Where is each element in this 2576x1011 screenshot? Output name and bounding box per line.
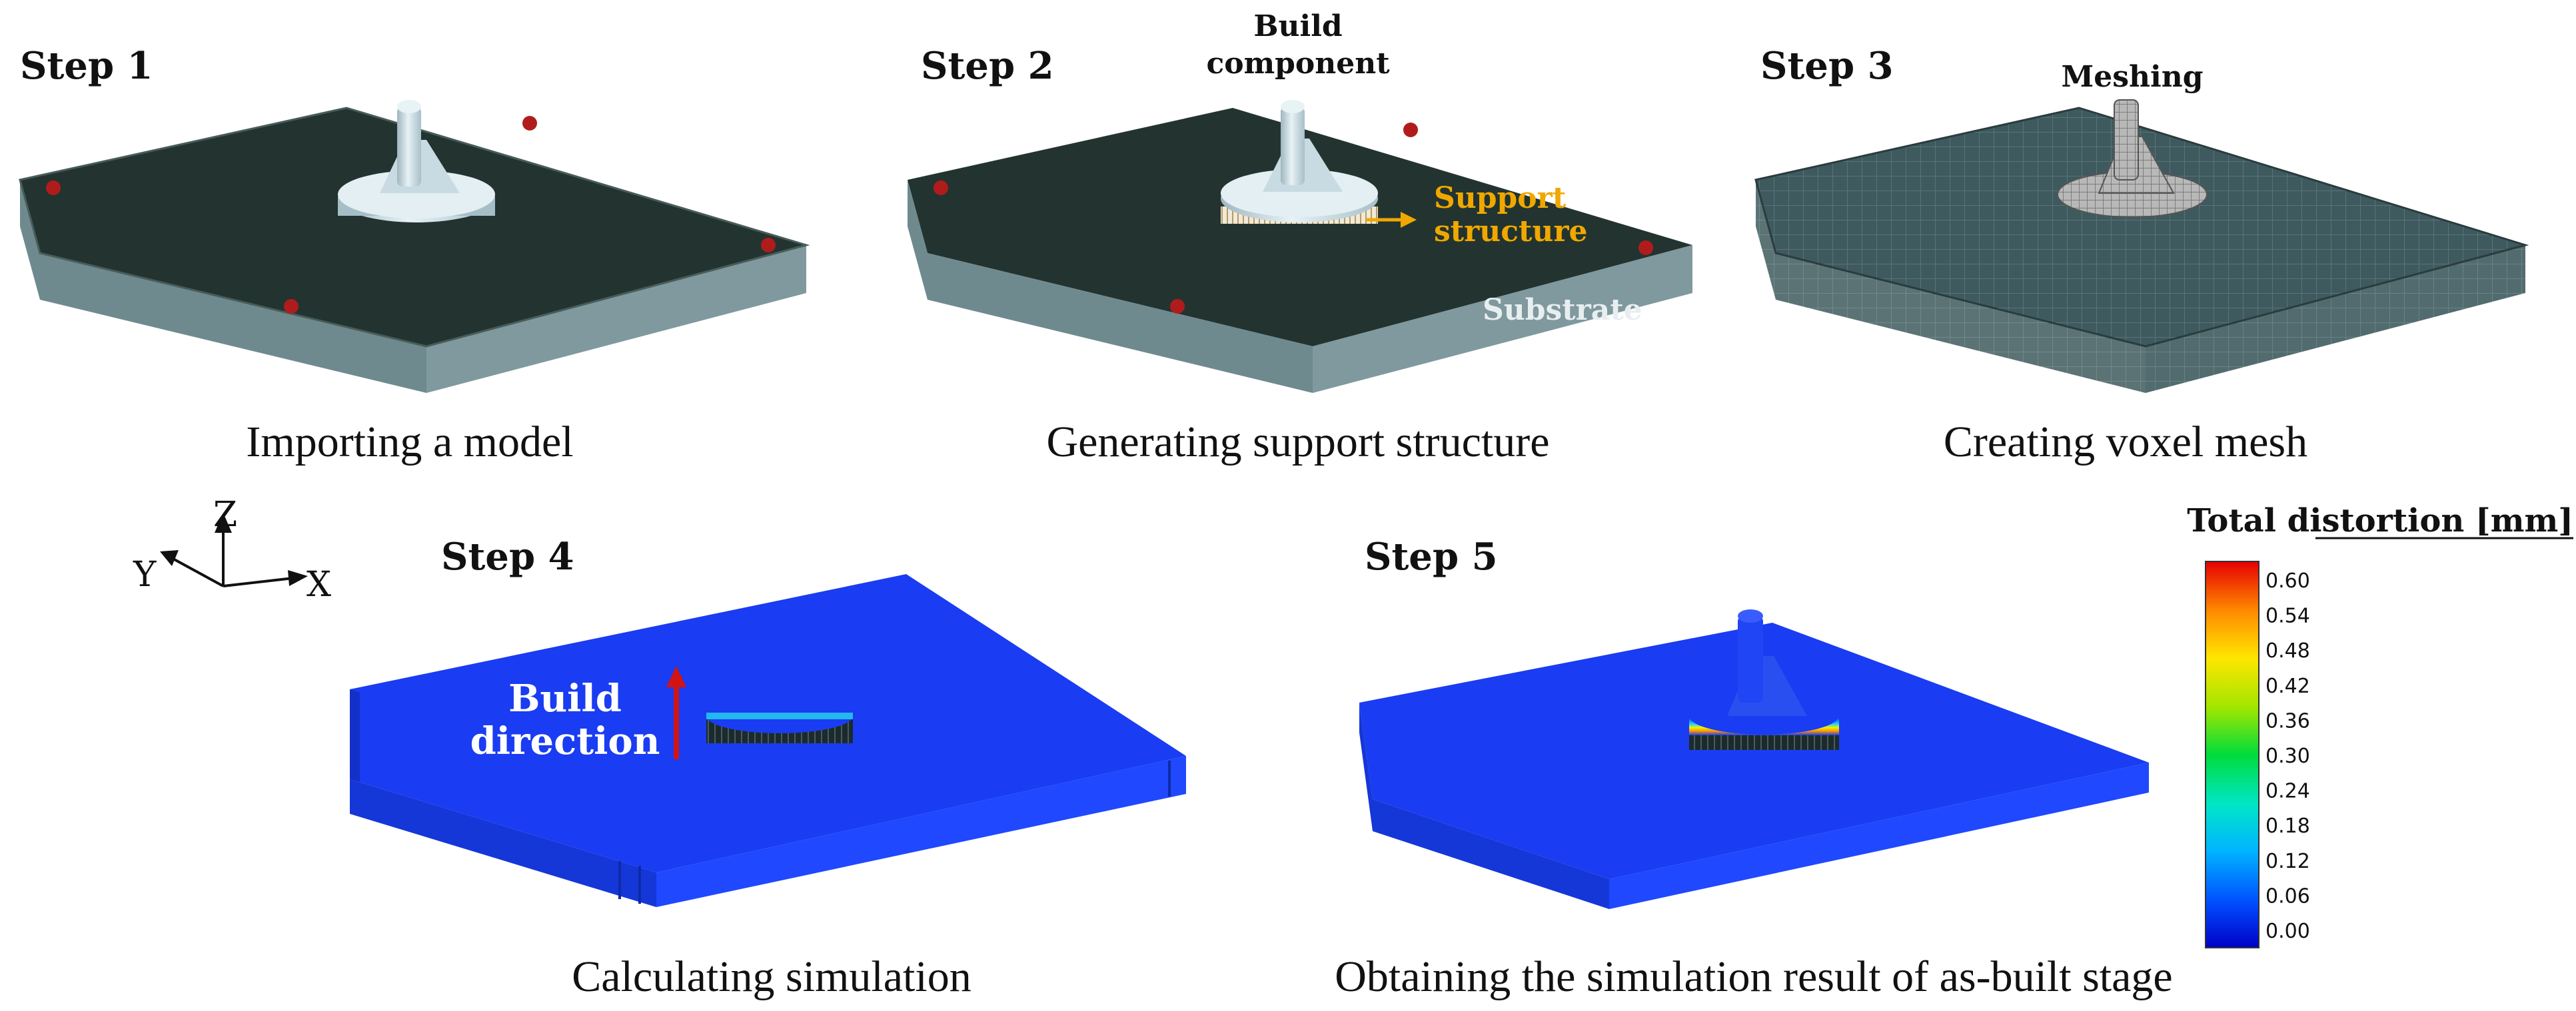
step-2-label: Step 2 [921, 44, 1054, 88]
mount-hole [522, 116, 537, 131]
step-3-meshed-substrate [1754, 107, 2529, 393]
colorbar-ticks: 0.60 0.54 0.48 0.42 0.36 0.30 0.24 0.18 0.12 0.06… [2265, 569, 2310, 943]
colorbar-tick-label: 0.60 [2265, 569, 2310, 593]
step-3-meshed-part [2057, 99, 2208, 218]
step-2-part [1221, 100, 1378, 224]
step-4-part [706, 699, 853, 743]
support-structure-label-1: Support [1434, 181, 1567, 215]
colorbar-tick-label: 0.30 [2265, 745, 2310, 768]
mount-hole [934, 180, 948, 195]
step-5-panel: Step 5 Obtaining the simulation result o… [1335, 535, 2172, 1001]
substrate-label: Substrate [1483, 293, 1642, 327]
support-arrow [1366, 212, 1417, 228]
step-5-part [1689, 609, 1839, 750]
build-component-label-1: Build [1253, 9, 1342, 43]
step-5-label: Step 5 [1365, 535, 1498, 579]
step-1-caption: Importing a model [246, 418, 573, 466]
mount-hole [1170, 299, 1185, 314]
mount-hole [1638, 240, 1653, 255]
step-2-panel: Step 2 Build component Support structure… [908, 9, 1692, 466]
step-1-substrate [19, 107, 810, 393]
axis-x-label: X [307, 565, 331, 605]
step-3-label: Step 3 [1760, 44, 1894, 88]
mount-hole [761, 238, 776, 252]
support-structure-label-2: structure [1434, 214, 1588, 248]
build-direction-arrow [666, 666, 686, 759]
axis-z-label: Z [213, 495, 237, 535]
coordinate-axes: Z Y X [133, 495, 331, 605]
colorbar-tick-label: 0.36 [2265, 709, 2310, 733]
step-3-panel: Step 3 Meshing Creating voxel mesh [1754, 44, 2529, 466]
build-direction-label-2: direction [470, 719, 660, 763]
axis-y-label: Y [133, 555, 157, 595]
step-1-label: Step 1 [20, 44, 153, 88]
colorbar-gradient [2205, 561, 2259, 948]
meshing-label: Meshing [2062, 60, 2204, 94]
build-direction-label-1: Build [508, 677, 622, 721]
colorbar-title: Total distortion [mm] [2187, 502, 2573, 539]
step-4-label: Step 4 [441, 535, 574, 579]
colorbar-tick-label: 0.06 [2265, 884, 2310, 908]
step-1-part [338, 100, 495, 222]
mount-hole [284, 299, 299, 314]
step-5-caption: Obtaining the simulation result of as-bu… [1335, 952, 2172, 1001]
step-3-caption: Creating voxel mesh [1944, 418, 2307, 466]
colorbar-tick-label: 0.42 [2265, 675, 2310, 698]
mount-hole [46, 180, 61, 195]
step-4-caption: Calculating simulation [572, 952, 971, 1001]
colorbar-tick-label: 0.54 [2265, 605, 2310, 628]
step-1-panel: Step 1 Importing a model [19, 44, 810, 466]
colorbar-tick-label: 0.24 [2265, 780, 2310, 803]
colorbar-tick-label: 0.48 [2265, 639, 2310, 663]
colorbar: Total distortion [mm] 0.600.540.480.420.… [2187, 502, 2573, 948]
step-2-caption: Generating support structure [1046, 418, 1549, 466]
colorbar-tick-label: 0.00 [2265, 920, 2310, 943]
colorbar-tick-label: 0.12 [2265, 850, 2310, 873]
build-component-label-2: component [1206, 47, 1390, 81]
step-2-substrate [908, 108, 1692, 393]
mount-hole [1403, 123, 1418, 137]
colorbar-tick-label: 0.18 [2265, 815, 2310, 838]
step-4-panel: Step 4 Build direction Calculating simul… [350, 535, 1186, 1001]
step-5-substrate [1359, 623, 2149, 909]
